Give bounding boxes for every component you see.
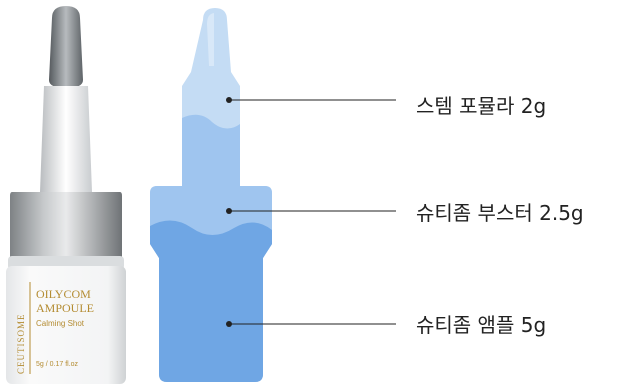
- callout-leaders: [226, 97, 396, 327]
- product-name-line1: OILYCOM: [36, 287, 91, 301]
- callout-label-stem-formula: 스템 포뮬라 2g: [416, 94, 547, 118]
- callout-label-ampoule: 슈티좀 앰플 5g: [416, 313, 547, 337]
- diagram-highlight: [207, 13, 214, 66]
- product-subtitle: Calming Shot: [36, 319, 85, 328]
- product-name-line2: AMPOULE: [36, 301, 94, 315]
- callout-label-booster: 슈티좀 부스터 2.5g: [416, 201, 584, 225]
- bottle-body: [6, 266, 126, 384]
- product-bottle: CEUTISOME OILYCOM AMPOULE Calming Shot 5…: [6, 6, 126, 384]
- dropper-neck: [40, 86, 92, 192]
- dropper-bulb: [49, 6, 83, 88]
- layer-diagram: [150, 8, 272, 383]
- product-volume: 5g / 0.17 fl.oz: [36, 361, 79, 368]
- diagram-layer-booster: [150, 220, 272, 382]
- bottle-collar: [10, 192, 122, 258]
- brand-vertical-text: CEUTISOME: [16, 314, 26, 375]
